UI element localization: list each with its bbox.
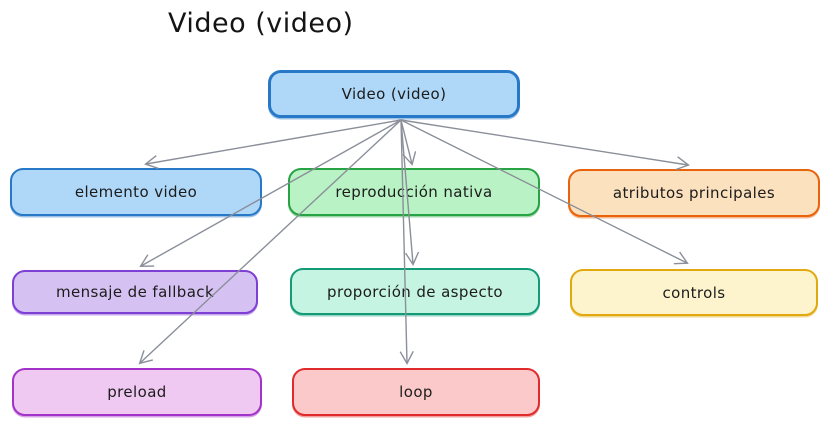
node-video-video-root: Video (video)	[268, 70, 520, 118]
node-reproduccion-nativa: reproducción nativa	[288, 168, 540, 216]
node-label: mensaje de fallback	[55, 283, 215, 301]
node-label: Video (video)	[341, 85, 447, 103]
node-label: elemento video	[74, 183, 198, 201]
edge-root-to-elemento-video	[144, 119, 402, 170]
node-preload: preload	[12, 368, 262, 416]
edge-root-to-reproduccion-nativa	[400, 119, 417, 166]
node-label: reproducción nativa	[335, 183, 493, 201]
node-atributos-principales: atributos principales	[568, 169, 820, 217]
edge-root-to-loop	[399, 119, 414, 365]
node-loop: loop	[292, 368, 540, 416]
node-proporcion-de-aspecto: proporción de aspecto	[290, 268, 540, 315]
node-label: loop	[399, 383, 433, 401]
node-label: atributos principales	[612, 184, 776, 202]
node-elemento-video: elemento video	[10, 168, 262, 216]
node-label: proporción de aspecto	[327, 282, 503, 301]
node-label: controls	[662, 283, 726, 302]
edge-root-to-atributos-principales	[400, 119, 690, 171]
edge-root-to-preload	[138, 119, 402, 365]
node-label: preload	[107, 383, 167, 401]
node-controls: controls	[570, 269, 818, 316]
diagram-title: Video (video)	[168, 8, 354, 39]
node-mensaje-de-fallback: mensaje de fallback	[12, 270, 258, 314]
